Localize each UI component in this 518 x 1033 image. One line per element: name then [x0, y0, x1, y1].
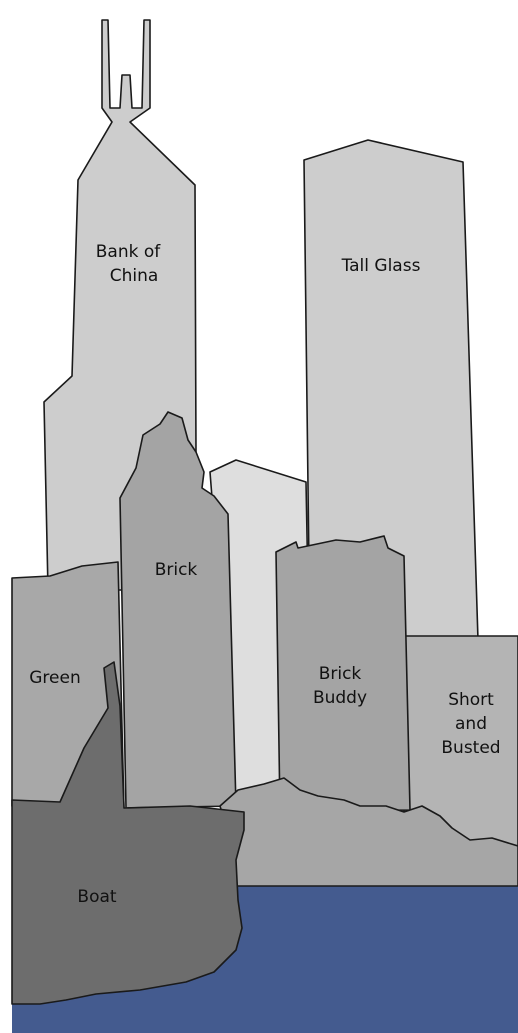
label-boat: Boat	[77, 887, 116, 907]
label-bank-of-china-line2: China	[110, 266, 159, 286]
label-short-and-busted-line3: Busted	[441, 738, 500, 758]
label-brick-buddy-line2: Buddy	[313, 688, 367, 708]
label-brick: Brick	[155, 560, 198, 580]
label-brick-buddy-line1: Brick	[319, 664, 362, 684]
label-tall-glass: Tall Glass	[341, 256, 421, 276]
label-short-and-busted-line2: and	[455, 714, 487, 734]
label-short-and-busted-line1: Short	[448, 690, 494, 710]
label-bank-of-china-line1: Bank of	[96, 242, 162, 262]
label-green: Green	[29, 668, 80, 688]
